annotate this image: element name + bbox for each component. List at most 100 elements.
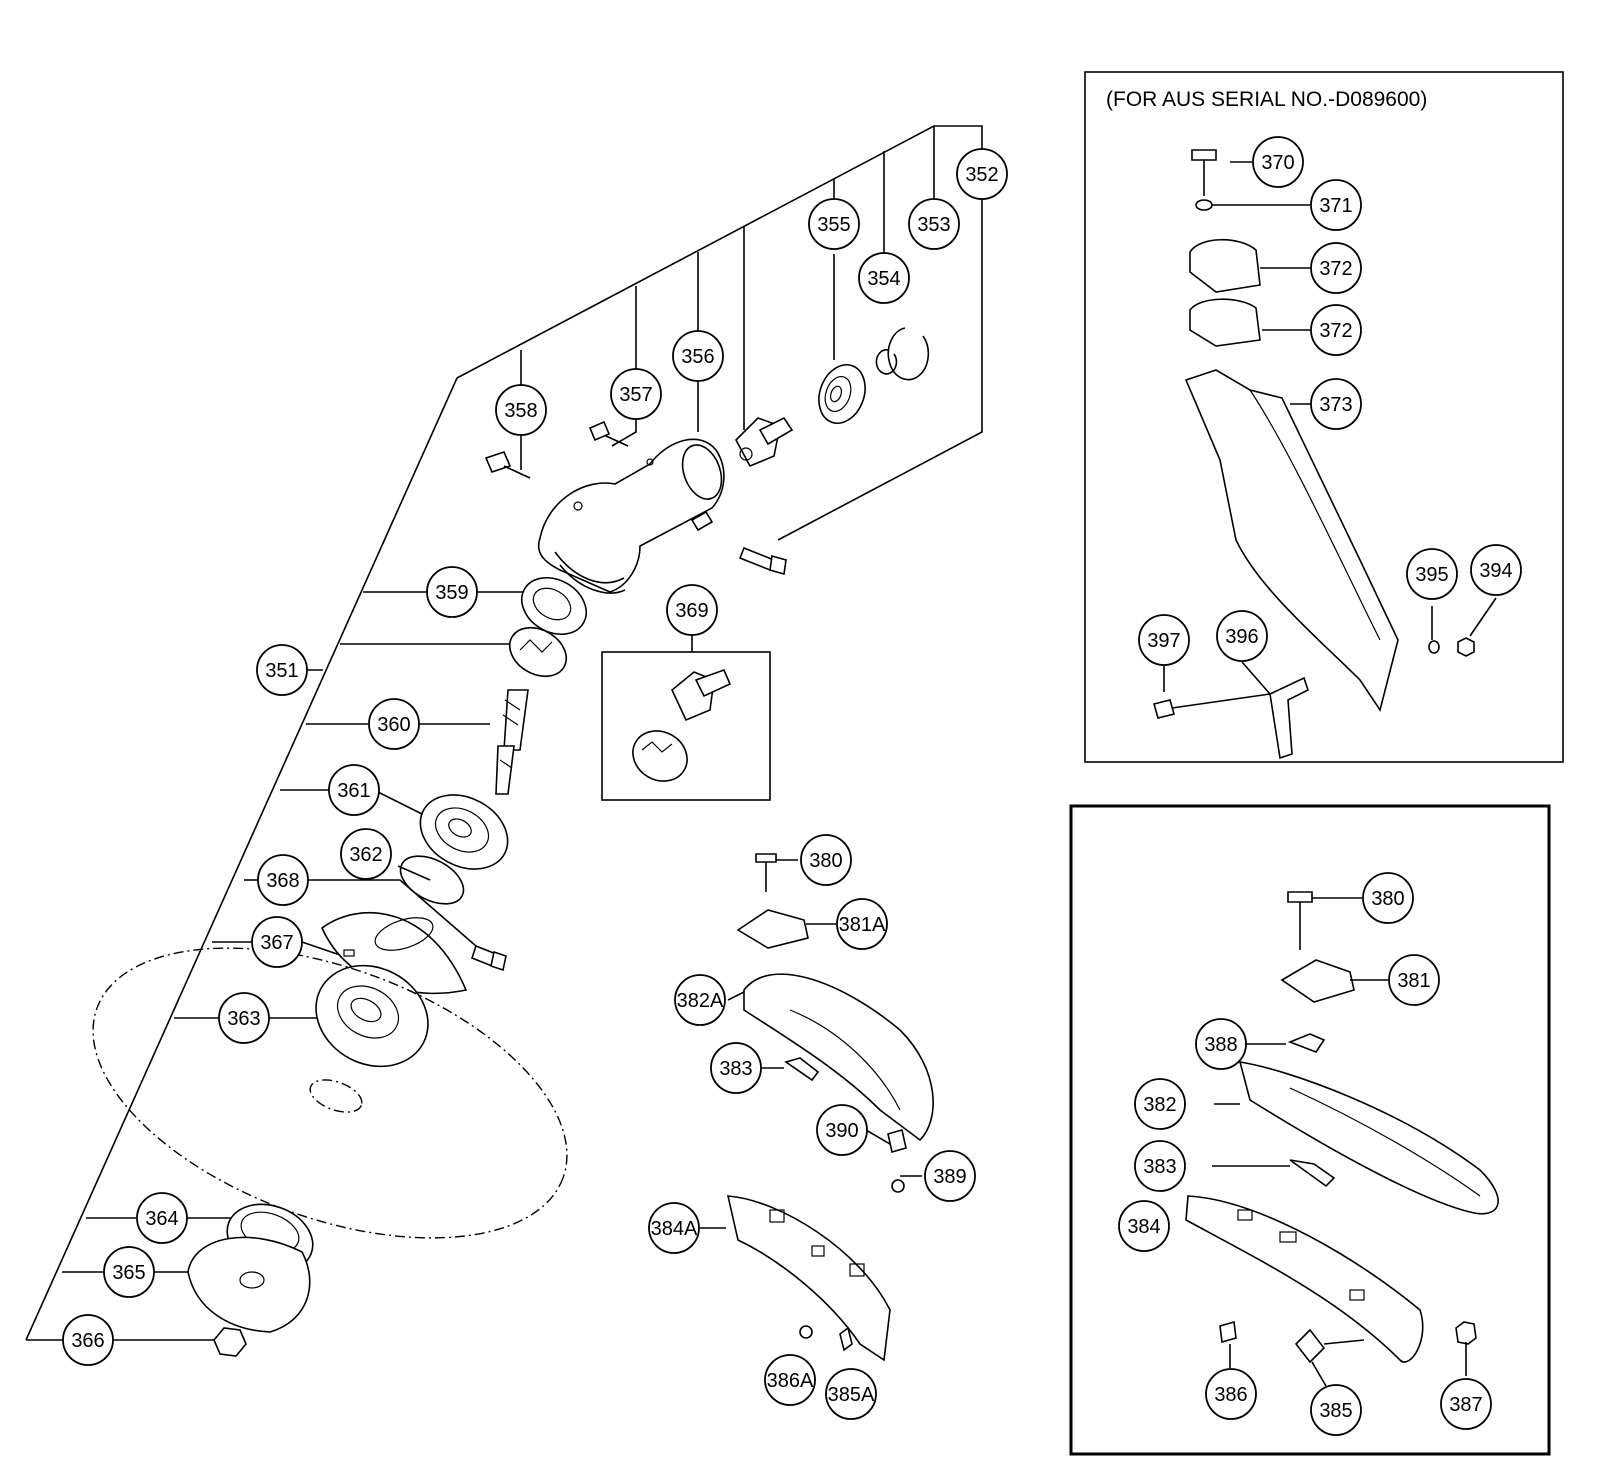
part-number-label: 380 <box>1371 888 1404 910</box>
part-number-label: 385 <box>1319 1400 1352 1422</box>
part-balloon-371: 371 <box>1310 179 1362 231</box>
part-number-label: 373 <box>1319 394 1352 416</box>
part-number-label: 354 <box>867 268 900 290</box>
part-number-label: 352 <box>965 164 998 186</box>
part-number-label: 353 <box>917 214 950 236</box>
part-number-label: 371 <box>1319 195 1352 217</box>
part-number-label: 363 <box>227 1008 260 1030</box>
part-balloon-372: 372 <box>1310 304 1362 356</box>
part-number-label: 395 <box>1415 564 1448 586</box>
part-number-label: 390 <box>825 1120 858 1142</box>
part-balloon-396: 396 <box>1216 610 1268 662</box>
part-balloon-359: 359 <box>426 566 478 618</box>
part-number-label: 381 <box>1397 970 1430 992</box>
part-number-label: 372 <box>1319 320 1352 342</box>
part-balloon-385a: 385A <box>825 1368 877 1420</box>
part-balloon-386a: 386A <box>764 1354 816 1406</box>
part-balloon-381a: 381A <box>836 898 888 950</box>
part-balloon-367: 367 <box>251 916 303 968</box>
part-balloon-380: 380 <box>800 834 852 886</box>
part-balloon-362: 362 <box>340 828 392 880</box>
part-balloon-388: 388 <box>1195 1018 1247 1070</box>
part-number-label: 360 <box>377 714 410 736</box>
main-assembly-leader-lines <box>25 125 983 1341</box>
part-number-label: 382 <box>1143 1094 1176 1116</box>
part-number-label: 369 <box>675 600 708 622</box>
part-balloon-356: 356 <box>672 330 724 382</box>
part-number-label: 356 <box>681 346 714 368</box>
part-number-label: 361 <box>337 780 370 802</box>
part-balloons: 351 352 353 354 355 356 357 358 359 360 361 362 363 3… <box>62 136 1522 1436</box>
part-balloon-380: 380 <box>1362 872 1414 924</box>
part-balloon-383: 383 <box>710 1042 762 1094</box>
part-balloon-384: 384 <box>1118 1200 1170 1252</box>
part-balloon-363: 363 <box>218 992 270 1044</box>
part-balloon-383: 383 <box>1134 1140 1186 1192</box>
part-balloon-382: 382 <box>1134 1078 1186 1130</box>
part-number-label: 387 <box>1449 1394 1482 1416</box>
serial-caption: (FOR AUS SERIAL NO.-D089600) <box>1106 88 1427 111</box>
part-number-label: 368 <box>266 870 299 892</box>
part-balloon-397: 397 <box>1138 614 1190 666</box>
part-number-label: 389 <box>933 1166 966 1188</box>
part-number-label: 384A <box>651 1218 698 1240</box>
part-number-label: 359 <box>435 582 468 604</box>
part-number-label: 388 <box>1204 1034 1237 1056</box>
part-number-label: 351 <box>265 660 298 682</box>
part-number-label: 364 <box>145 1208 178 1230</box>
alternate-guard-box <box>1069 804 1551 1456</box>
part-balloon-361: 361 <box>328 764 380 816</box>
part-balloon-369: 369 <box>666 584 718 636</box>
part-number-label: 366 <box>71 1330 104 1352</box>
part-balloon-384a: 384A <box>648 1202 700 1254</box>
part-balloon-381: 381 <box>1388 954 1440 1006</box>
part-balloon-354: 354 <box>858 252 910 304</box>
part-number-label: 355 <box>817 214 850 236</box>
part-number-label: 386A <box>767 1370 814 1392</box>
part-balloon-364: 364 <box>136 1192 188 1244</box>
part-balloon-394: 394 <box>1470 544 1522 596</box>
part-balloon-385: 385 <box>1310 1384 1362 1436</box>
part-number-label: 370 <box>1261 152 1294 174</box>
lower-shaft-drawing <box>92 576 587 1357</box>
aus-serial-box <box>1084 71 1564 763</box>
part-balloon-386: 386 <box>1205 1368 1257 1420</box>
part-balloon-358: 358 <box>495 384 547 436</box>
part-number-label: 382A <box>677 990 724 1012</box>
part-balloon-395: 395 <box>1406 548 1458 600</box>
part-balloon-365: 365 <box>103 1246 155 1298</box>
part-number-label: 381A <box>839 914 886 936</box>
part-number-label: 394 <box>1479 560 1512 582</box>
part-number-label: 396 <box>1225 626 1258 648</box>
part-balloon-353: 353 <box>908 198 960 250</box>
part-number-label: 357 <box>619 384 652 406</box>
part-balloon-389: 389 <box>924 1150 976 1202</box>
part-number-label: 372 <box>1319 258 1352 280</box>
part-balloon-357: 357 <box>610 368 662 420</box>
part-number-label: 384 <box>1127 1216 1160 1238</box>
part-number-label: 380 <box>809 850 842 872</box>
part-balloon-372: 372 <box>1310 242 1362 294</box>
gear-set-box <box>601 634 771 801</box>
part-balloon-366: 366 <box>62 1314 114 1366</box>
part-balloon-373: 373 <box>1310 378 1362 430</box>
part-balloon-352: 352 <box>956 148 1008 200</box>
part-number-label: 385A <box>828 1384 875 1406</box>
part-number-label: 383 <box>719 1058 752 1080</box>
part-number-label: 362 <box>349 844 382 866</box>
part-balloon-368: 368 <box>257 854 309 906</box>
gear-case-drawing <box>484 327 930 594</box>
part-balloon-390: 390 <box>816 1104 868 1156</box>
part-number-label: 358 <box>504 400 537 422</box>
middle-guard-drawing <box>700 853 934 1362</box>
part-number-label: 386 <box>1214 1384 1247 1406</box>
part-balloon-387: 387 <box>1440 1378 1492 1430</box>
part-balloon-382a: 382A <box>674 974 726 1026</box>
part-balloon-370: 370 <box>1252 136 1304 188</box>
part-number-label: 365 <box>112 1262 145 1284</box>
part-number-label: 397 <box>1147 630 1180 652</box>
part-balloon-360: 360 <box>368 698 420 750</box>
part-balloon-355: 355 <box>808 198 860 250</box>
part-balloon-351: 351 <box>256 644 308 696</box>
